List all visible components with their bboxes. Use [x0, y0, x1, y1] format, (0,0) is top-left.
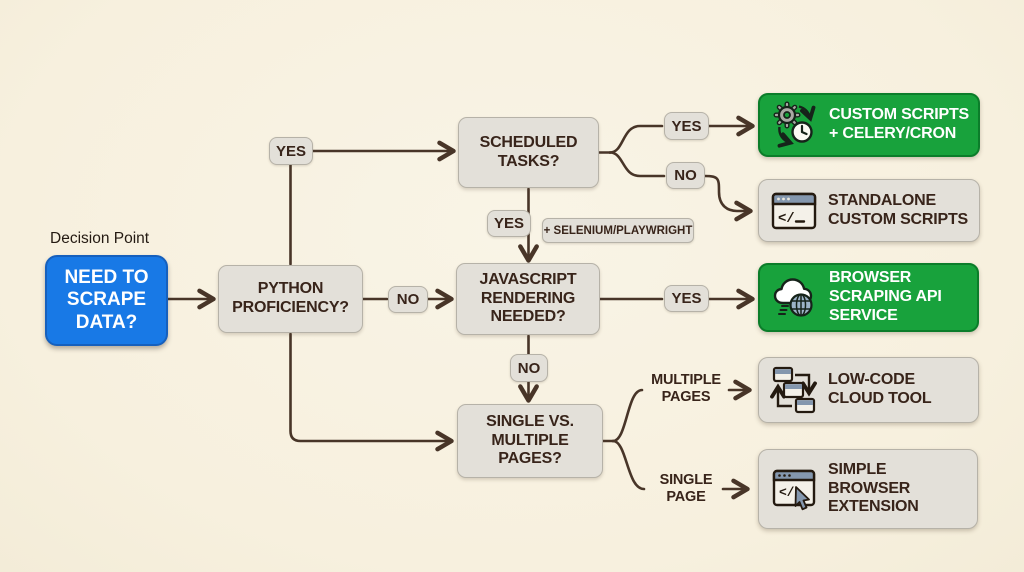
result-browser-scraping-api-service: BROWSER SCRAPING API SERVICE	[758, 263, 979, 332]
node-label: SCHEDULED TASKS?	[479, 133, 578, 170]
svg-text:</: </	[779, 485, 795, 500]
node-need-to-scrape-data: NEED TO SCRAPE DATA?	[45, 255, 168, 346]
edge-label-scheduled-no: NO	[666, 162, 705, 189]
result-label: BROWSER SCRAPING API SERVICE	[829, 269, 942, 324]
node-label: JAVASCRIPT RENDERING NEEDED?	[479, 270, 577, 326]
result-label: STANDALONE CUSTOM SCRIPTS	[828, 191, 969, 228]
result-label: LOW-CODE CLOUD TOOL	[828, 371, 932, 407]
result-low-code-cloud-tool: LOW-CODE CLOUD TOOL	[758, 357, 979, 423]
node-label: SINGLE VS. MULTIPLE PAGES?	[486, 412, 574, 468]
decision-point-label: Decision Point	[50, 230, 150, 247]
edge-label-python-yes: YES	[269, 137, 313, 165]
edge-label-js-no: NO	[510, 354, 548, 382]
workflow-windows-icon	[770, 366, 817, 414]
selenium-playwright-tag: + SELENIUM/PLAYWRIGHT	[542, 218, 694, 243]
node-label: NEED TO SCRAPE DATA?	[64, 266, 149, 333]
node-single-vs-multiple-pages: SINGLE VS. MULTIPLE PAGES?	[457, 404, 603, 478]
code-window-icon: </	[771, 192, 817, 229]
edge-label-scheduled-yes: YES	[664, 112, 709, 140]
node-scheduled-tasks: SCHEDULED TASKS?	[458, 117, 599, 188]
result-label: SIMPLE BROWSER EXTENSION	[828, 460, 919, 516]
gear-clock-cycle-icon	[773, 101, 816, 148]
result-simple-browser-extension: </ SIMPLE BROWSER EXTENSION	[758, 449, 978, 529]
edge-label-single-page: SINGLE PAGE	[659, 472, 713, 506]
result-custom-scripts-celery-cron: CUSTOM SCRIPTS + CELERY/CRON	[758, 93, 980, 157]
result-standalone-custom-scripts: </ STANDALONE CUSTOM SCRIPTS	[758, 179, 980, 242]
edge-label-multiple-pages: MULTIPLE PAGES	[651, 372, 721, 406]
edge-label-scheduled-down-yes: YES	[487, 210, 531, 237]
node-python-proficiency: PYTHON PROFICIENCY?	[218, 265, 363, 333]
node-javascript-rendering: JAVASCRIPT RENDERING NEEDED?	[456, 263, 600, 335]
browser-cursor-icon: </	[772, 469, 816, 511]
svg-text:</: </	[778, 211, 794, 227]
cloud-globe-icon	[773, 277, 813, 317]
result-label: CUSTOM SCRIPTS + CELERY/CRON	[829, 106, 970, 142]
edge-label-python-no: NO	[388, 286, 428, 313]
node-label: PYTHON PROFICIENCY?	[232, 280, 349, 316]
edge-label-js-yes: YES	[664, 285, 709, 312]
